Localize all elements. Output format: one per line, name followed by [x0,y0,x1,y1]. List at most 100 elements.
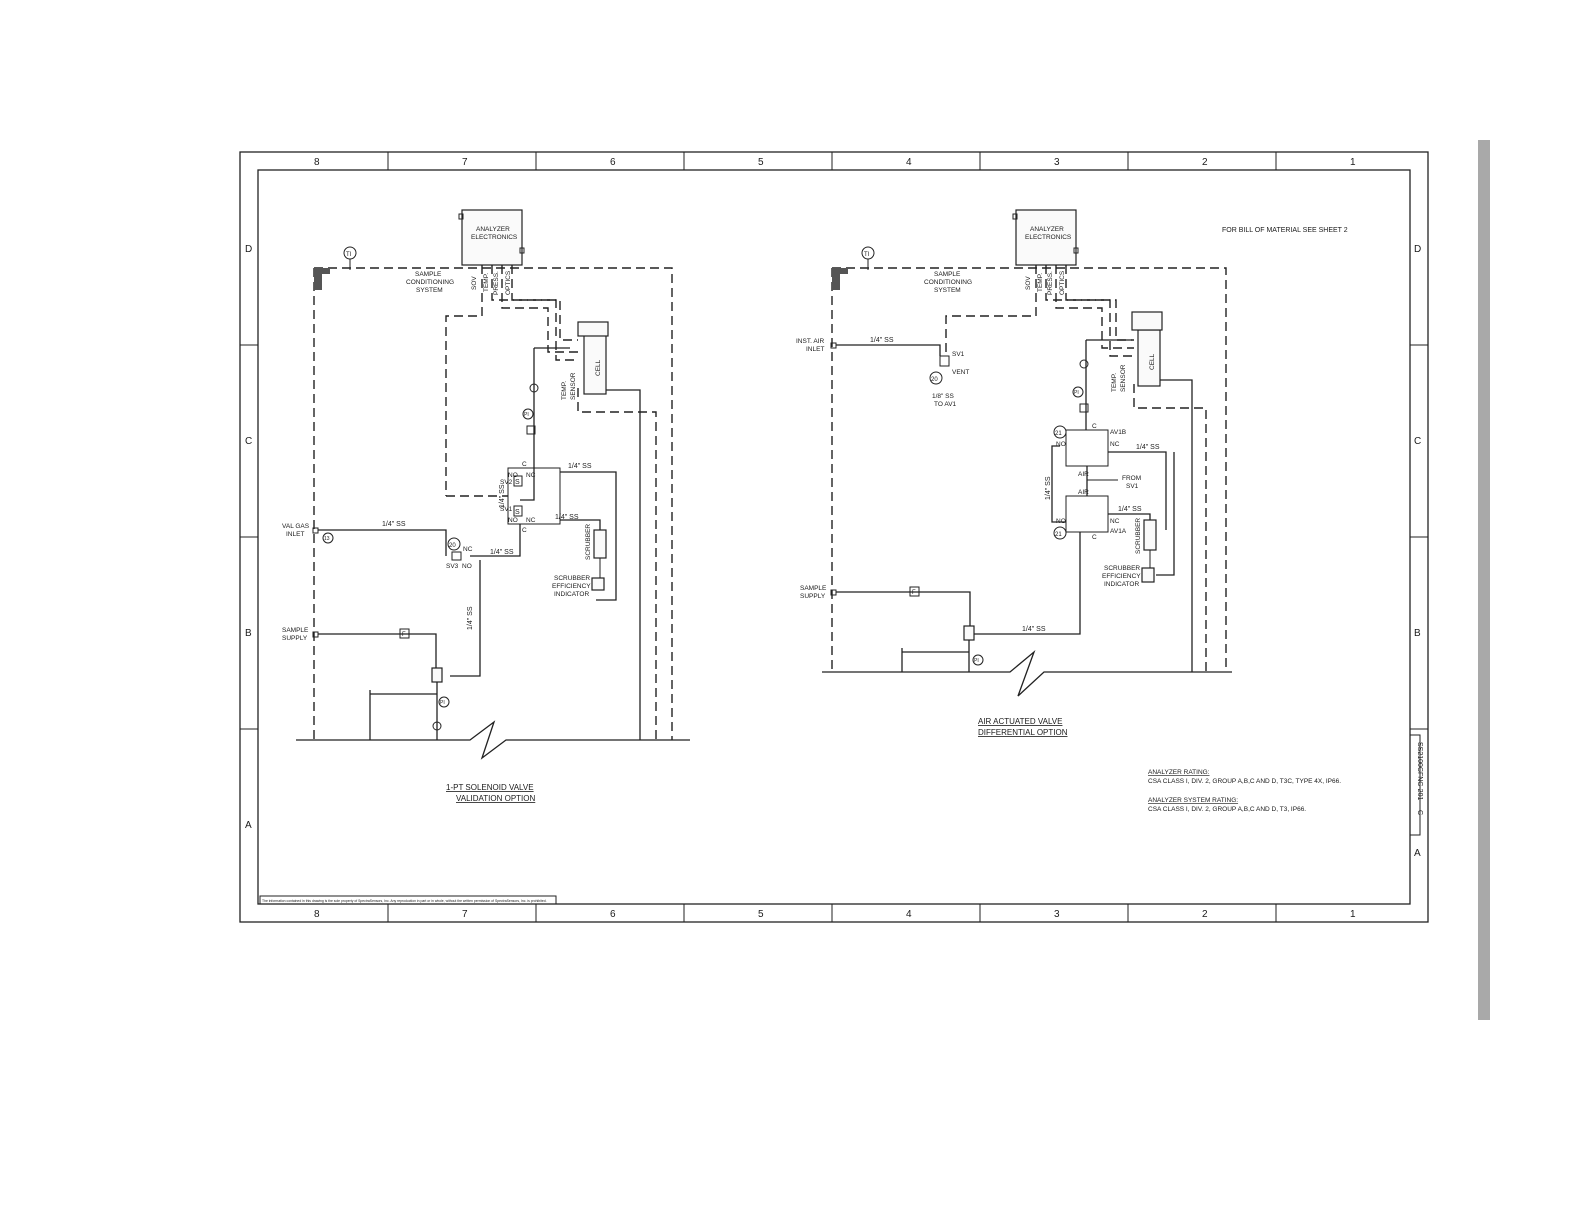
drawing-number-box [1409,734,1421,836]
right-bubble-20: 20 [931,377,938,383]
right-tube-b: 1/4" SS [1118,506,1142,513]
column-labels-bottom: 8 7 6 5 4 3 2 1 [314,909,1356,920]
col-5-top: 5 [758,157,764,168]
right-av1b-nc: NC [1110,441,1120,448]
left-sv2-label: SV2 [500,479,513,486]
right-tube-d: 1/4" SS [1022,626,1046,633]
left-tube-b: 1/4" SS [555,514,579,521]
right-wire-sov: SOV [1025,276,1032,290]
left-tube-f: 1/4" SS [467,606,474,630]
left-cell-label: CELL [595,359,602,376]
left-electronics-box [461,209,523,266]
right-pi-upper: PI [1074,390,1079,396]
left-temp-sensor-2: SENSOR [570,372,577,400]
right-sei-1: SCRUBBER [1104,565,1140,572]
right-tube-c: 1/4" SS [1045,476,1052,500]
col-6-top: 6 [610,157,616,168]
proprietary-box [259,895,557,905]
left-tube-e: 1/4" SS [490,549,514,556]
left-caption-1: 1-PT SOLENOID VALVE [446,783,534,792]
col-8-bottom: 8 [314,909,320,920]
right-electronics-label-2: ELECTRONICS [1025,234,1072,241]
col-2-bottom: 2 [1202,909,1208,920]
analyzer-rating-text: CSA CLASS I, DIV. 2, GROUP A,B,C AND D, … [1148,778,1341,785]
left-sv1-no: NO [508,517,518,524]
right-ti-label: TI [864,252,870,258]
right-caption-2: DIFFERENTIAL OPTION [978,728,1068,737]
drawing-number: SS2100CFNC-201 [1416,742,1423,800]
right-scrubber-label: SCRUBBER [1135,518,1142,554]
zone-ticks [240,152,1428,922]
right-temp-sensor-1: TEMP. [1111,373,1118,392]
left-sei-3: INDICATOR [554,591,589,598]
proprietary-notice: The information contained in this drawin… [262,899,547,903]
left-bubble-13: 13 [324,536,330,542]
left-sv3-no: NO [462,563,472,570]
left-sv1-nc: NC [526,517,536,524]
right-diagram: ANALYZER ELECTRONICS TI SAMPLE CONDITION… [796,209,1232,737]
row-b-right: B [1414,628,1421,639]
left-enclosure [314,267,673,740]
right-eighth-2: TO AV1 [934,401,957,408]
column-labels-top: 8 7 6 5 4 3 2 1 [314,157,1356,168]
col-4-top: 4 [906,157,912,168]
left-conditioning-3: SYSTEM [416,287,443,294]
right-av1a-nc: NC [1110,518,1120,525]
left-sv1-label: SV1 [500,506,513,513]
left-ti-label: TI [346,252,352,258]
bill-of-material-note: FOR BILL OF MATERIAL SEE SHEET 2 [1222,227,1348,234]
system-rating-title: ANALYZER SYSTEM RATING: [1148,797,1238,804]
left-sv1-c: C [522,527,527,534]
left-sample-supply-1: SAMPLE [282,627,309,634]
right-av1b-air: AIR [1078,471,1089,478]
left-sv3-nc: NC [463,546,473,553]
right-av1b-block [1065,429,1109,467]
right-av1a-label: AV1A [1110,528,1127,535]
right-sei-3: INDICATOR [1104,581,1139,588]
left-electronics-label-2: ELECTRONICS [471,234,518,241]
left-electronics-label-1: ANALYZER [476,226,510,233]
left-sv3-label: SV3 [446,563,459,570]
right-electronics-box [1015,209,1077,266]
col-7-top: 7 [462,157,468,168]
col-2-top: 2 [1202,157,1208,168]
left-filter: F [402,632,406,638]
left-val-gas-2: INLET [286,531,304,538]
left-wire-temp: TEMP. [483,273,490,292]
right-inst-air-1: INST. AIR [796,338,824,345]
right-vent-label: VENT [952,369,969,376]
row-b-left: B [245,628,252,639]
right-from-sv1-1: FROM [1122,475,1141,482]
col-5-bottom: 5 [758,909,764,920]
right-av1a-block [1065,495,1109,533]
left-tube-a: 1/4" SS [568,463,592,470]
left-wire-optics: OPTICS [505,270,512,295]
left-temp-sensor-1: TEMP. [561,381,568,400]
right-scrubber [1143,519,1157,551]
right-wire-temp: TEMP. [1037,273,1044,292]
left-pi-lower: PI [440,700,445,706]
left-wire-sov: SOV [471,276,478,290]
right-conditioning-2: CONDITIONING [924,279,972,286]
row-labels-left: D C B A [245,244,252,831]
right-from-sv1-2: SV1 [1126,483,1139,490]
right-sample-supply-2: SUPPLY [800,593,826,600]
row-a-right: A [1414,848,1421,859]
left-sv1-s: S [515,509,520,516]
right-sv1-label: SV1 [952,351,965,358]
left-conditioning-2: CONDITIONING [406,279,454,286]
col-3-top: 3 [1054,157,1060,168]
row-c-right: C [1414,436,1421,447]
right-av1b-c: C [1092,423,1097,430]
col-8-top: 8 [314,157,320,168]
scrollbar[interactable] [1478,140,1490,1020]
col-1-top: 1 [1350,157,1356,168]
left-caption-2: VALIDATION OPTION [456,794,535,803]
right-av1a-air: AIR [1078,489,1089,496]
analyzer-rating-title: ANALYZER RATING: [1148,769,1210,776]
left-conditioning-1: SAMPLE [415,271,442,278]
left-tube-d: 1/4" SS [382,521,406,528]
left-sample-supply-2: SUPPLY [282,635,308,642]
col-4-bottom: 4 [906,909,912,920]
